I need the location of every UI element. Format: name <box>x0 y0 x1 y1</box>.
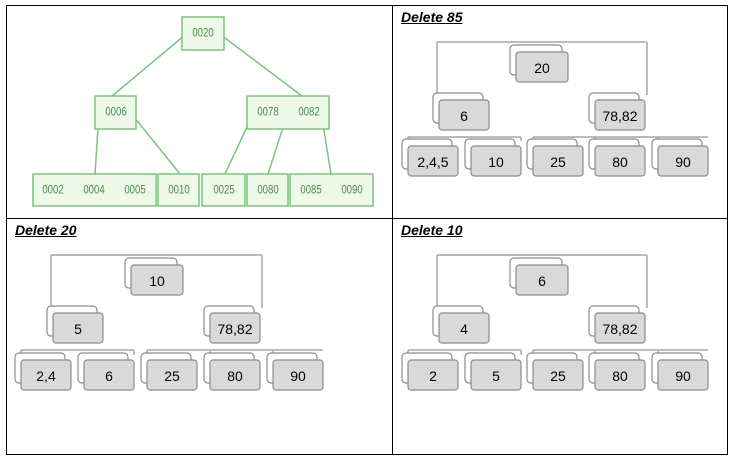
tree-node <box>146 359 198 391</box>
node-key: 0020 <box>192 26 213 39</box>
delete-85-title: Delete 85 <box>401 9 463 25</box>
node-key: 0002 <box>42 183 63 196</box>
node-key: 10 <box>488 154 504 170</box>
internal-node <box>246 95 330 130</box>
tree-node <box>594 145 646 177</box>
node-key: 0025 <box>213 183 234 196</box>
node-key: 90 <box>675 368 691 384</box>
tree-node <box>657 145 709 177</box>
table-border <box>6 5 728 455</box>
node-key: 25 <box>550 154 566 170</box>
tree-node <box>515 51 569 83</box>
tree-node <box>438 99 490 131</box>
tree-node <box>470 359 522 391</box>
node-key: 80 <box>612 154 628 170</box>
node-key: 4 <box>460 321 468 337</box>
node-key: 25 <box>164 368 180 384</box>
tree-node <box>657 359 709 391</box>
node-key: 78,82 <box>602 108 637 124</box>
node-key: 90 <box>290 368 306 384</box>
tree-node <box>515 264 569 296</box>
node-key: 2,4 <box>36 368 56 384</box>
node-key: 6 <box>105 368 113 384</box>
tree-node <box>594 359 646 391</box>
tree-node <box>594 312 646 344</box>
tree-node <box>272 359 324 391</box>
node-key: 5 <box>492 368 500 384</box>
leaf-node <box>289 173 374 207</box>
delete-20-title: Delete 20 <box>15 222 77 238</box>
node-key: 80 <box>227 368 243 384</box>
node-key: 25 <box>550 368 566 384</box>
tree-node <box>209 312 261 344</box>
node-key: 78,82 <box>602 321 637 337</box>
tree-node <box>20 359 72 391</box>
tree-node <box>209 359 261 391</box>
tree-node <box>130 264 184 296</box>
tree-node <box>438 312 490 344</box>
leaf-node <box>201 173 246 207</box>
delete-10-title: Delete 10 <box>401 222 463 238</box>
node-key: 78,82 <box>217 321 252 337</box>
node-key: 0006 <box>105 105 126 118</box>
leaf-node <box>32 173 157 207</box>
tree-node <box>52 312 104 344</box>
tree-edge <box>220 34 303 97</box>
node-key: 0005 <box>124 183 145 196</box>
tree-node <box>594 99 646 131</box>
tree-node <box>407 145 459 177</box>
tree-node <box>470 145 522 177</box>
internal-node <box>94 95 137 130</box>
node-key: 0082 <box>298 105 319 118</box>
node-key: 20 <box>534 60 550 76</box>
tree-node <box>407 359 459 391</box>
tree-edge <box>129 111 181 175</box>
node-key: 2 <box>429 368 437 384</box>
leaf-node <box>246 173 289 207</box>
tree-node <box>532 145 584 177</box>
node-key: 6 <box>538 273 546 289</box>
tree-edge <box>111 34 186 97</box>
node-key: 0078 <box>257 105 278 118</box>
node-key: 5 <box>74 321 82 337</box>
tree-node <box>83 359 135 391</box>
node-key: 6 <box>460 108 468 124</box>
node-key: 0010 <box>168 183 189 196</box>
node-key: 80 <box>612 368 628 384</box>
node-key: 10 <box>149 273 165 289</box>
node-key: 90 <box>675 154 691 170</box>
node-key: 0004 <box>83 183 104 196</box>
node-key: 0085 <box>300 183 321 196</box>
tree-node <box>532 359 584 391</box>
node-key: 0090 <box>341 183 362 196</box>
leaf-node <box>157 173 200 207</box>
root-node <box>181 16 225 51</box>
node-key: 2,4,5 <box>417 154 448 170</box>
node-key: 0080 <box>257 183 278 196</box>
